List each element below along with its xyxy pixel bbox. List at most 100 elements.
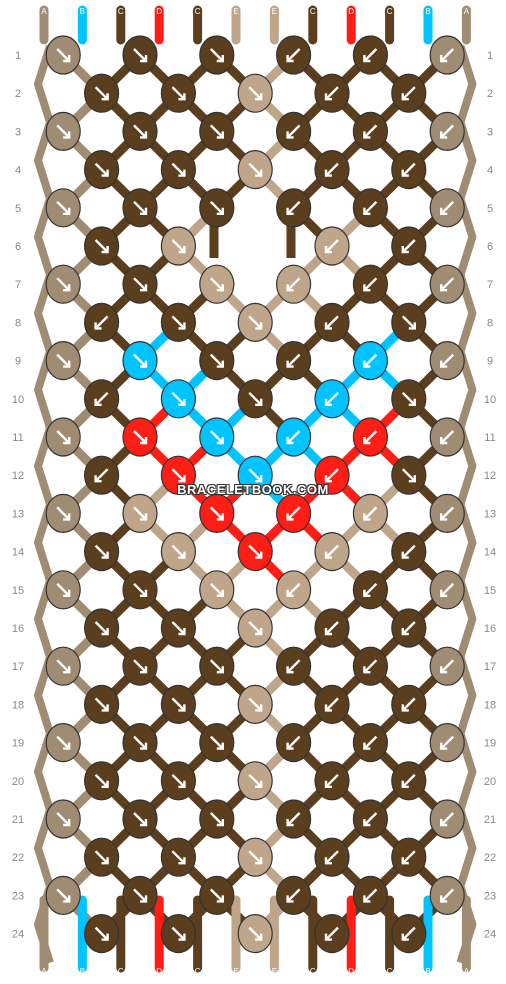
bottom-strand-label: B (80, 967, 85, 976)
knot-arrow-icon (325, 544, 339, 559)
knot-arrow-icon (171, 86, 186, 101)
knot-arrow-icon (209, 888, 224, 903)
knot-arrowhead-icon (440, 589, 448, 597)
knot-arrowhead-icon (63, 513, 71, 521)
row-label-right: 3 (487, 126, 493, 138)
row-label-left: 21 (12, 814, 24, 826)
knot-arrow-icon (401, 162, 416, 177)
knot-arrow-icon (209, 124, 224, 139)
knot-arrow-icon (401, 86, 416, 101)
knot-arrowhead-icon (286, 513, 294, 521)
knot-arrow-icon (133, 200, 147, 215)
knot-arrowhead-icon (324, 322, 332, 330)
top-strand-label: B (425, 7, 430, 16)
knot-arrowhead-icon (440, 895, 448, 903)
bottom-strand-label: D (348, 967, 354, 976)
knot-arrow-icon (325, 391, 339, 406)
knot-arrow-icon (325, 239, 339, 253)
knot-arrowhead-icon (140, 589, 148, 597)
row-label-left: 18 (12, 699, 24, 711)
row-label-left: 19 (12, 738, 24, 750)
knot-arrowhead-icon (140, 513, 148, 521)
row-label-right: 6 (487, 241, 493, 253)
knot-arrowhead-icon (286, 666, 294, 674)
row-label-right: 7 (487, 279, 493, 291)
knot-arrowhead-icon (101, 246, 109, 254)
knot-arrow-icon (171, 315, 186, 330)
knot-arrow-icon (363, 200, 378, 215)
knot-arrowhead-icon (178, 93, 186, 101)
knot-arrow-icon (325, 850, 339, 865)
top-strand-label: C (195, 7, 201, 16)
knot-arrow-icon (363, 430, 378, 444)
row-label-left: 6 (15, 241, 21, 253)
knot-arrow-icon (56, 124, 71, 139)
knot-arrow-icon (363, 48, 378, 62)
knot-arrow-icon (94, 315, 109, 330)
row-label-right: 2 (487, 88, 493, 100)
knot-arrowhead-icon (440, 437, 448, 445)
knot-arrow-icon (248, 391, 263, 406)
row-label-right: 18 (484, 699, 496, 711)
knot-arrowhead-icon (324, 93, 332, 101)
row-label-right: 23 (484, 890, 496, 902)
knot-arrow-icon (171, 468, 186, 483)
knot-arrow-icon (440, 735, 455, 750)
knot-arrowhead-icon (178, 398, 186, 406)
row-label-right: 16 (484, 623, 496, 635)
knot-arrow-icon (363, 353, 378, 368)
knot-arrow-icon (401, 315, 416, 330)
row-label-right: 8 (487, 317, 493, 329)
knot-arrowhead-icon (101, 551, 109, 559)
knot-arrow-icon (248, 926, 263, 941)
knot-arrow-icon (209, 659, 224, 674)
knot-arrowhead-icon (286, 819, 294, 827)
knot-arrowhead-icon (178, 169, 186, 177)
row-label-left: 12 (12, 470, 24, 482)
knot-arrowhead-icon (178, 322, 186, 330)
row-label-left: 10 (12, 394, 24, 406)
knot-arrowhead-icon (324, 933, 332, 941)
row-label-right: 4 (487, 165, 493, 177)
knot-arrow-icon (363, 659, 378, 674)
knot-arrowhead-icon (401, 704, 409, 712)
knot-arrowhead-icon (178, 780, 186, 788)
knot-arrow-icon (209, 582, 224, 597)
knot-arrowhead-icon (63, 589, 71, 597)
knot-arrow-icon (363, 582, 378, 597)
knot-arrowhead-icon (63, 819, 71, 827)
knot-arrow-icon (248, 162, 263, 177)
row-label-right: 21 (484, 814, 496, 826)
row-label-left: 9 (15, 356, 21, 368)
knot-arrow-icon (363, 888, 378, 903)
knot-arrow-icon (286, 888, 301, 903)
knot-arrowhead-icon (140, 207, 148, 216)
knot-arrow-icon (171, 773, 186, 788)
knot-arrowhead-icon (178, 704, 186, 712)
knot-arrow-icon (133, 582, 147, 597)
knot-arrow-icon (171, 162, 186, 177)
knot-arrowhead-icon (63, 207, 71, 216)
knot-arrow-icon (440, 124, 455, 139)
knot-arrow-icon (133, 735, 147, 750)
knot-arrowhead-icon (63, 666, 71, 674)
top-strand-label: C (310, 7, 316, 16)
knot-arrow-icon (440, 48, 455, 62)
knot-arrowhead-icon (255, 93, 263, 101)
bottom-strand-label: B (425, 967, 430, 976)
knot-arrow-icon (440, 506, 455, 521)
row-label-left: 2 (15, 88, 21, 100)
knot-arrowhead-icon (255, 169, 263, 177)
row-label-left: 1 (15, 50, 21, 62)
knot-arrow-icon (248, 621, 263, 635)
knot-arrowhead-icon (178, 475, 186, 483)
knot-arrow-icon (171, 544, 186, 559)
knot-arrow-icon (440, 812, 455, 826)
row-label-left: 11 (12, 432, 23, 444)
knot-arrow-icon (56, 277, 71, 292)
knot-arrow-icon (171, 239, 186, 253)
knot-arrowhead-icon (286, 284, 294, 292)
top-strand-label: E (272, 7, 277, 16)
knot-arrow-icon (56, 582, 71, 597)
knot-arrowhead-icon (94, 322, 102, 330)
